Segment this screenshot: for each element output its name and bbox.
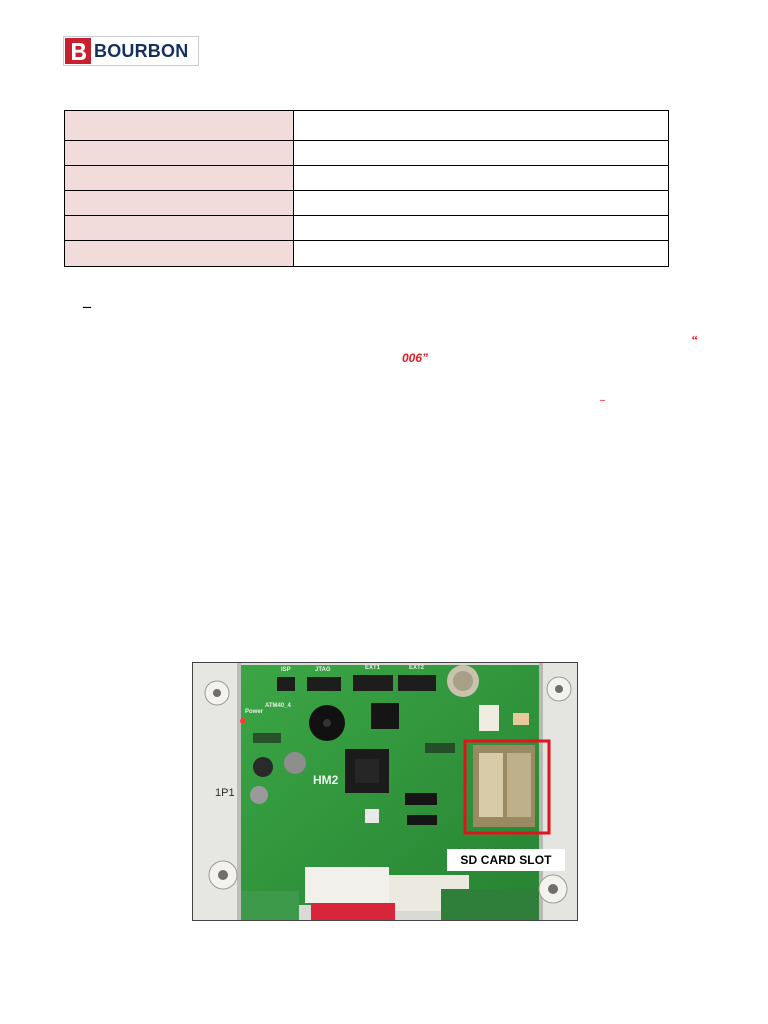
red-code-text: 006” [402, 351, 429, 365]
pcb-label-jtag: JTAG [315, 667, 331, 673]
section-dash: – [83, 298, 91, 315]
table-value-cell [293, 215, 669, 241]
info-table [64, 110, 669, 267]
table-value-cell [293, 140, 669, 166]
board-photo: ISP JTAG EXT1 EXT2 ATM40_4 Power HM2 1P1… [192, 662, 578, 921]
pcb-label-ext1: EXT1 [365, 665, 381, 671]
table-key-cell [64, 140, 294, 166]
logo-b-icon [65, 38, 91, 64]
pcb-label-ext2: EXT2 [409, 665, 425, 671]
pcb-label-atm: ATM40_4 [265, 703, 291, 709]
board-photo-drawing [193, 663, 577, 920]
red-open-quote: “ [691, 332, 698, 347]
table-row [64, 140, 669, 166]
table-key-cell [64, 190, 294, 216]
table-value-cell [293, 190, 669, 216]
table-row [64, 190, 669, 216]
red-dash: – [600, 395, 605, 406]
table-key-cell [64, 165, 294, 191]
wall-label: 1P1 [215, 787, 235, 799]
table-value-cell [293, 240, 669, 267]
table-value-cell [293, 165, 669, 191]
table-row [64, 165, 669, 191]
board-label: HM2 [313, 773, 339, 787]
pcb-label-power: Power [245, 709, 264, 715]
sd-card-slot-callout: SD CARD SLOT [447, 849, 565, 871]
bourbon-logo: BOURBON [63, 36, 199, 66]
pcb-label-isp: ISP [281, 667, 291, 673]
table-key-cell [64, 215, 294, 241]
table-key-cell [64, 240, 294, 267]
table-row [64, 110, 669, 141]
table-row [64, 240, 669, 267]
table-value-cell [293, 110, 669, 141]
table-key-cell [64, 110, 294, 141]
logo-text: BOURBON [94, 40, 189, 61]
table-row [64, 215, 669, 241]
